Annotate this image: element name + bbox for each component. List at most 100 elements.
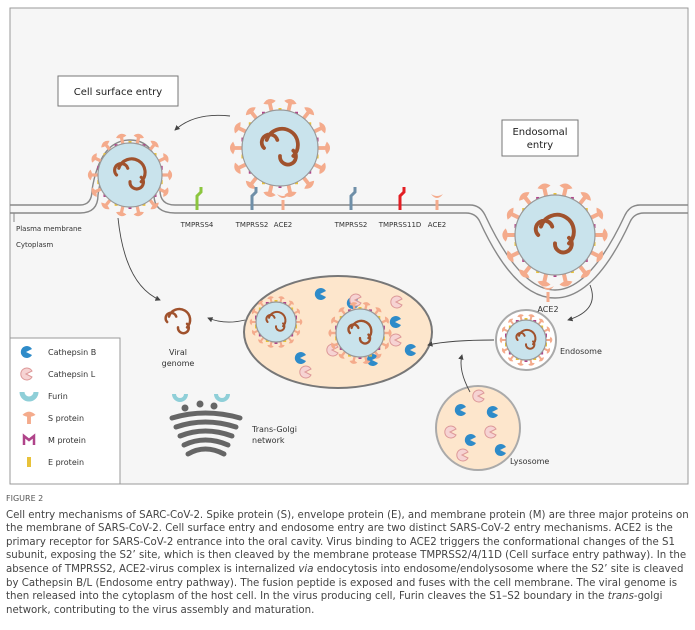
cathepsin-b-icon xyxy=(294,352,306,365)
s-protein-icon xyxy=(338,307,346,315)
cathepsin-l-icon xyxy=(484,425,497,439)
lysosome-label: Lysosome xyxy=(510,457,549,466)
s-protein-head xyxy=(284,99,297,105)
s-protein-head xyxy=(499,336,503,344)
s-protein-head xyxy=(580,269,591,278)
virus-in-endolysosome xyxy=(328,302,392,364)
plasma-membrane-label: Plasma membrane xyxy=(16,225,82,233)
golgi-cisterna xyxy=(181,437,231,448)
cell-surface-entry-label: Cell surface entry xyxy=(74,87,163,98)
s-protein-icon xyxy=(499,336,506,344)
s-protein-head xyxy=(362,302,371,306)
s-protein-head xyxy=(580,192,591,201)
s-protein-icon xyxy=(374,307,382,315)
s-protein-icon xyxy=(578,265,591,278)
s-protein-head xyxy=(546,326,551,333)
arrow xyxy=(174,114,231,131)
virus-envelope xyxy=(97,142,163,208)
s-protein-icon xyxy=(267,341,274,348)
s-protein-stalk xyxy=(251,320,256,324)
s-protein-head xyxy=(559,183,573,190)
viral-genome xyxy=(533,212,576,255)
legend-item: E protein xyxy=(27,457,84,467)
s-protein-head xyxy=(258,339,264,344)
s-protein-stalk xyxy=(505,232,515,238)
s-protein-icon xyxy=(590,250,604,263)
s-protein-icon xyxy=(249,318,256,326)
s-protein-head xyxy=(384,316,389,324)
s-protein-head xyxy=(501,326,506,333)
s-protein-icon xyxy=(313,121,326,134)
trans-golgi-label-1: Trans-Golgi xyxy=(251,425,297,434)
endosomal-entry-box xyxy=(501,119,579,157)
s-protein-icon xyxy=(22,411,36,424)
s-protein-icon xyxy=(278,296,285,303)
s-protein-stalk xyxy=(27,414,31,424)
s-protein-head xyxy=(501,347,506,354)
legend-item: Furin xyxy=(19,391,68,402)
s-protein-head xyxy=(349,360,358,364)
golgi-vesicle xyxy=(181,404,189,412)
s-protein-head xyxy=(267,344,274,348)
furin-icon xyxy=(214,393,230,402)
s-protein-icon xyxy=(349,302,358,310)
legend-label: M protein xyxy=(48,436,86,445)
legend-item: Cathepsin L xyxy=(20,367,96,381)
s-protein-head xyxy=(229,141,236,155)
cathepsin-b-icon xyxy=(486,406,498,419)
viral-genome-label-1: Viral xyxy=(169,348,187,357)
diagram-elements xyxy=(87,99,608,471)
s-protein-head xyxy=(506,250,514,263)
s-protein-icon xyxy=(87,169,98,181)
s-protein-icon xyxy=(162,169,173,181)
endosomal-entry-label-2: entry xyxy=(527,140,554,151)
s-protein-icon xyxy=(519,192,532,205)
tmprss2-label: TMPRSS2 xyxy=(235,221,269,229)
s-protein-icon xyxy=(349,356,358,364)
s-protein-head xyxy=(263,191,276,197)
s-protein-head xyxy=(133,133,144,139)
s-protein-head xyxy=(101,140,110,148)
s-protein-head xyxy=(296,308,301,315)
s-protein-stalk xyxy=(296,320,301,324)
viral-genome xyxy=(265,310,287,332)
s-protein-icon xyxy=(148,199,159,210)
s-protein-head xyxy=(338,353,345,359)
virus-envelope xyxy=(505,319,547,361)
s-protein-stalk xyxy=(90,173,98,177)
ace2-receptor xyxy=(431,194,443,210)
s-protein-head xyxy=(506,207,514,220)
s-protein-head xyxy=(319,121,326,134)
golgi-cisterna xyxy=(173,419,239,430)
endosome-label: Endosome xyxy=(560,347,602,356)
s-protein-icon xyxy=(381,342,389,350)
s-protein-icon xyxy=(229,141,242,155)
ace2-head xyxy=(277,194,289,198)
sars-cov-2-entry-diagram: Cell surface entry Endosomal entry Plasm… xyxy=(9,7,689,485)
free-virus xyxy=(229,99,331,197)
s-protein-icon xyxy=(287,337,294,344)
golgi-cisterna xyxy=(185,446,227,457)
s-protein-icon xyxy=(245,176,258,189)
s-protein-head xyxy=(234,162,241,175)
s-protein-head xyxy=(538,318,544,323)
s-protein-head xyxy=(502,228,508,242)
tmprss2-protein xyxy=(250,187,258,210)
s-protein-icon xyxy=(318,141,331,155)
s-protein-head xyxy=(299,318,303,326)
caption-italic: trans xyxy=(607,591,634,603)
s-protein-icon xyxy=(517,359,524,366)
arrow xyxy=(567,284,593,322)
s-protein-icon xyxy=(506,207,520,220)
s-protein-head xyxy=(167,169,173,181)
s-protein-icon xyxy=(519,265,532,278)
m-protein-icon xyxy=(22,433,36,445)
s-protein-icon xyxy=(559,183,573,197)
s-protein-icon xyxy=(284,99,297,112)
s-protein-head xyxy=(278,296,285,300)
s-protein-icon xyxy=(508,318,515,325)
s-protein-icon xyxy=(263,99,276,112)
arrow xyxy=(458,354,471,393)
s-protein-stalk xyxy=(330,331,336,335)
